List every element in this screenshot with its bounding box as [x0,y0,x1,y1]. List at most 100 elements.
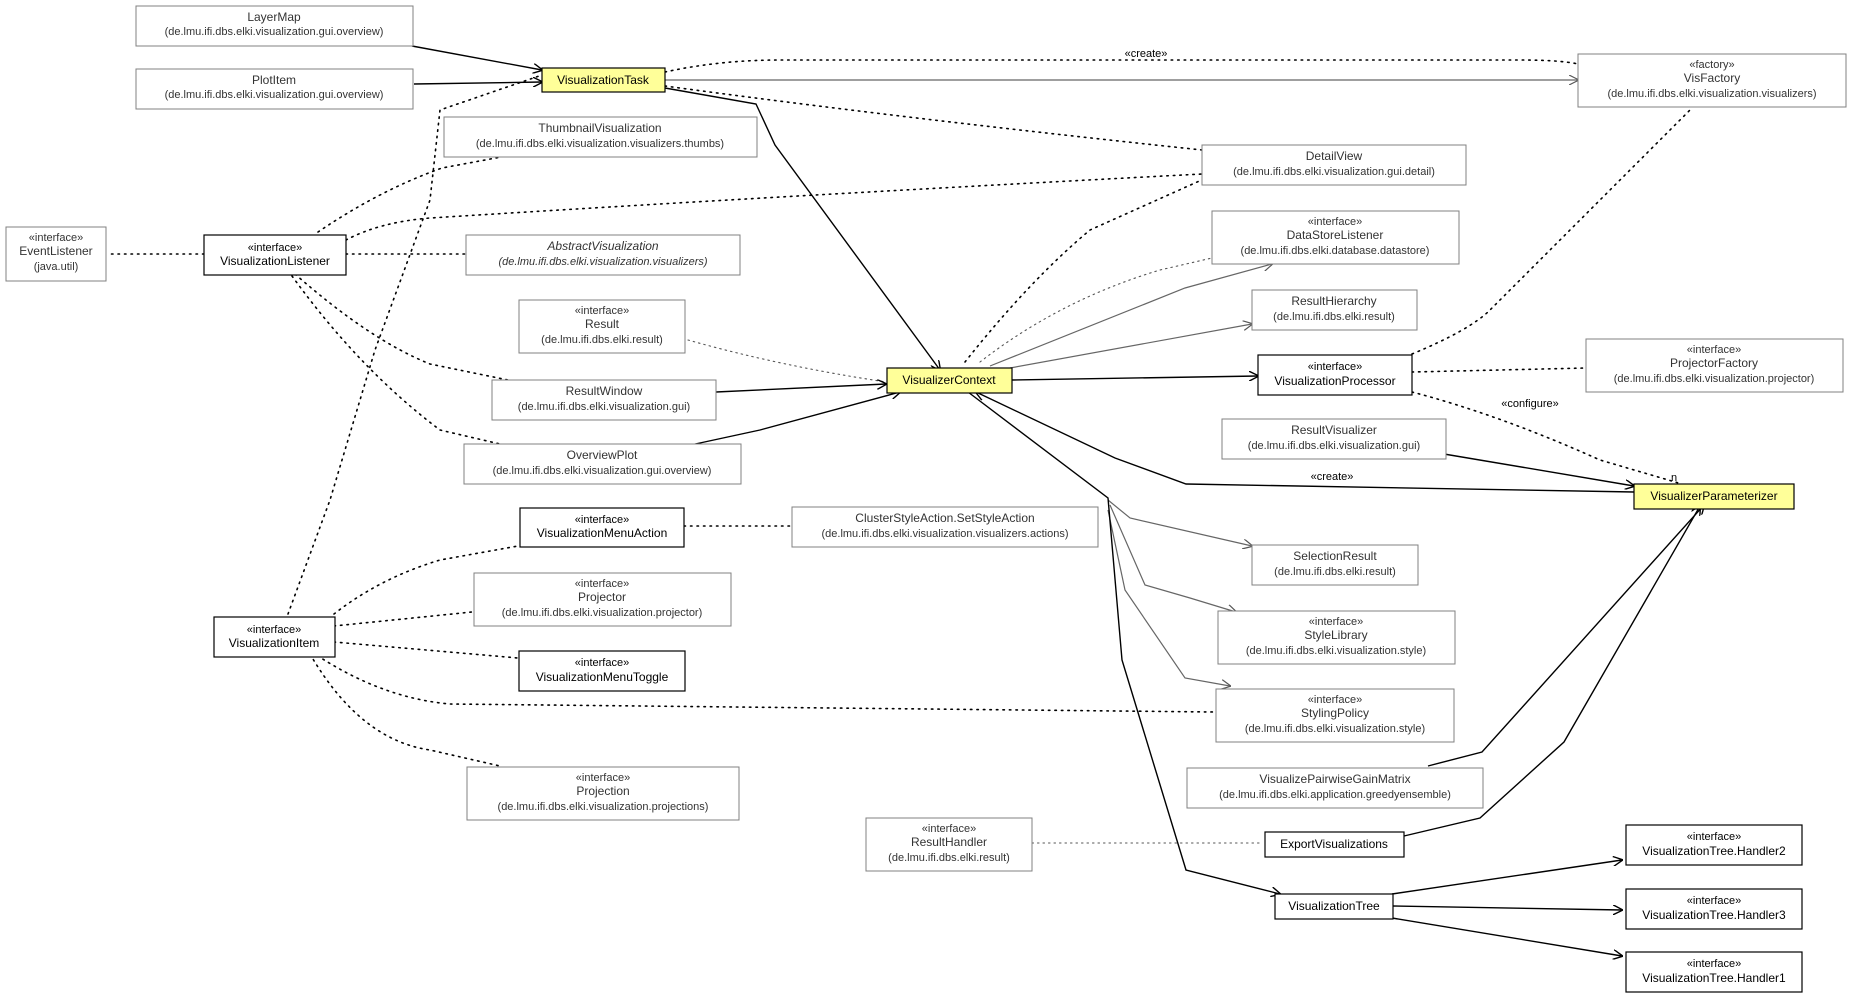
class-name: VisualizationTree.Handler1 [1642,971,1786,985]
class-package: (java.util) [34,261,79,273]
class-box-datastorelistener[interactable]: «interface» DataStoreListener (de.lmu.if… [1211,210,1460,265]
class-name: VisFactory [1684,71,1740,85]
class-name: VisualizationTree.Handler3 [1642,908,1786,922]
class-box-exportvis[interactable]: ExportVisualizations [1264,831,1405,858]
class-package: (de.lmu.ifi.dbs.elki.visualization.gui) [518,401,690,413]
class-name: VisualizationProcessor [1274,374,1395,388]
class-name: VisualizationTree.Handler2 [1642,844,1786,858]
class-package: (de.lmu.ifi.dbs.elki.database.datastore) [1241,245,1430,257]
class-package: (de.lmu.ifi.dbs.elki.result) [1274,566,1396,578]
class-box-vistask[interactable]: VisualizationTask [541,67,666,93]
class-package: (de.lmu.ifi.dbs.elki.result) [1273,311,1395,323]
edge-vistask-detailview [664,85,1203,151]
class-stereotype: «interface» [1308,216,1362,228]
class-box-thumbvis[interactable]: ThumbnailVisualization (de.lmu.ifi.dbs.e… [443,116,758,158]
class-box-visitem[interactable]: «interface» VisualizationItem [213,616,336,658]
edge-vistree-handler2 [1391,860,1622,895]
class-box-overviewplot[interactable]: OverviewPlot (de.lmu.ifi.dbs.elki.visual… [463,443,742,485]
edge-viscontext-vistree [967,391,1280,894]
class-box-resultwindow[interactable]: ResultWindow (de.lmu.ifi.dbs.elki.visual… [491,379,717,421]
class-box-vismenutoggle[interactable]: «interface» VisualizationMenuToggle [518,650,686,692]
edge-viscontext-selectionresult [1107,499,1252,546]
edge-vislistener-thumbvis [317,151,529,233]
edge-result-viscontext [687,339,887,383]
class-stereotype: «interface» [576,772,630,784]
edge-vislistener-detailview [345,173,1203,241]
class-stereotype: «interface» [575,514,629,526]
edge-vistree-handler3 [1391,906,1622,910]
class-box-stylingpolicy[interactable]: «interface» StylingPolicy (de.lmu.ifi.db… [1215,688,1455,743]
edge-label-create-mid: «create» [1311,471,1354,483]
class-box-abstractvis[interactable]: AbstractVisualization (de.lmu.ifi.dbs.el… [465,234,741,276]
class-box-pairwise[interactable]: VisualizePairwiseGainMatrix (de.lmu.ifi.… [1186,767,1484,809]
class-box-handler1[interactable]: «interface» VisualizationTree.Handler1 [1625,951,1803,993]
edge-visitem-projector [333,611,473,627]
class-box-result[interactable]: «interface» Result (de.lmu.ifi.dbs.elki.… [518,299,686,354]
class-box-vistree[interactable]: VisualizationTree [1274,893,1394,920]
edge-create-vistask-visfactory [664,59,1579,73]
class-box-projection[interactable]: «interface» Projection (de.lmu.ifi.dbs.e… [466,766,740,821]
class-name: VisualizationMenuToggle [536,670,669,684]
class-name: LayerMap [247,10,301,24]
class-package: (de.lmu.ifi.dbs.elki.visualization.gui.d… [1233,166,1435,178]
class-package: (de.lmu.ifi.dbs.elki.visualization.visua… [498,256,707,268]
class-box-plotitem[interactable]: PlotItem (de.lmu.ifi.dbs.elki.visualizat… [135,68,414,110]
edge-plotitem-vistask [413,82,542,84]
class-stereotype: «factory» [1689,59,1734,71]
class-name: DataStoreListener [1287,228,1384,242]
edge-viscontext-stylingpolicy [1107,509,1230,686]
class-box-handler3[interactable]: «interface» VisualizationTree.Handler3 [1625,888,1803,930]
class-name: VisualizationListener [220,254,330,268]
edge-vislistener-resultwindow [294,273,509,381]
class-box-projector[interactable]: «interface» Projector (de.lmu.ifi.dbs.el… [473,572,732,627]
class-box-handler2[interactable]: «interface» VisualizationTree.Handler2 [1625,824,1803,866]
class-box-visfactory[interactable]: «factory» VisFactory (de.lmu.ifi.dbs.elk… [1577,53,1847,108]
class-stereotype: «interface» [575,578,629,590]
class-stereotype: «interface» [1687,958,1741,970]
edge-viscontext-datastore-assoc [989,264,1272,367]
class-box-layermap[interactable]: LayerMap (de.lmu.ifi.dbs.elki.visualizat… [135,5,414,47]
edge-visparam-viscontext [976,392,1635,493]
class-name: VisualizationItem [229,636,320,650]
class-package: (de.lmu.ifi.dbs.elki.visualization.gui.o… [165,89,384,101]
class-box-resulthandler[interactable]: «interface» ResultHandler (de.lmu.ifi.db… [865,817,1033,872]
class-box-visprocessor[interactable]: «interface» VisualizationProcessor [1257,354,1413,396]
class-package: (de.lmu.ifi.dbs.elki.visualization.visua… [476,138,724,150]
class-box-vislistener[interactable]: «interface» VisualizationListener [203,234,347,276]
edges [107,45,1704,956]
class-name: SelectionResult [1293,549,1377,563]
class-stereotype: «interface» [247,624,301,636]
class-box-detailview[interactable]: DetailView (de.lmu.ifi.dbs.elki.visualiz… [1201,144,1467,186]
edge-labels: «create» «configure» «create» n [1125,48,1677,484]
class-box-stylelibrary[interactable]: «interface» StyleLibrary (de.lmu.ifi.dbs… [1217,610,1456,665]
class-package: (de.lmu.ifi.dbs.elki.visualization.proje… [1614,373,1815,385]
class-package: (de.lmu.ifi.dbs.elki.visualization.gui.o… [493,465,712,477]
class-box-resulthierarchy[interactable]: ResultHierarchy (de.lmu.ifi.dbs.elki.res… [1251,289,1418,331]
class-box-visparam[interactable]: VisualizerParameterizer [1633,483,1795,510]
class-box-clusterstyle[interactable]: ClusterStyleAction.SetStyleAction (de.lm… [791,506,1099,548]
class-package: (de.lmu.ifi.dbs.elki.result) [888,852,1010,864]
class-name: EventListener [19,244,92,258]
edge-label-configure: «configure» [1501,398,1559,410]
edge-label-create-top: «create» [1125,48,1168,60]
class-box-resultvisualizer[interactable]: ResultVisualizer (de.lmu.ifi.dbs.elki.vi… [1221,418,1447,460]
class-package: (de.lmu.ifi.dbs.elki.visualization.style… [1246,645,1426,657]
class-box-vismenuaction[interactable]: «interface» VisualizationMenuAction [519,507,685,548]
class-stereotype: «interface» [1308,694,1362,706]
class-box-viscontext[interactable]: VisualizerContext [886,367,1013,394]
edge-viscontext-datastorelistener [979,257,1213,363]
edge-vislistener-overviewplot [291,275,501,445]
class-stereotype: «interface» [922,823,976,835]
class-stereotype: «interface» [1309,616,1363,628]
class-name: Projector [578,590,626,604]
class-package: (de.lmu.ifi.dbs.elki.visualization.proje… [498,801,709,813]
class-name: StyleLibrary [1304,628,1367,642]
edge-resultvisualizer-visparam [1443,453,1634,486]
edge-visitem-vismenutoggle [333,641,519,659]
class-box-selectionresult[interactable]: SelectionResult (de.lmu.ifi.dbs.elki.res… [1251,544,1419,586]
class-name: Result [585,317,620,331]
class-package: (de.lmu.ifi.dbs.elki.visualization.style… [1245,723,1425,735]
class-box-eventlistener[interactable]: «interface» EventListener (java.util) [5,226,107,282]
edge-visprocessor-projectorfactory [1411,367,1587,373]
class-box-projectorfactory[interactable]: «interface» ProjectorFactory (de.lmu.ifi… [1585,338,1844,393]
